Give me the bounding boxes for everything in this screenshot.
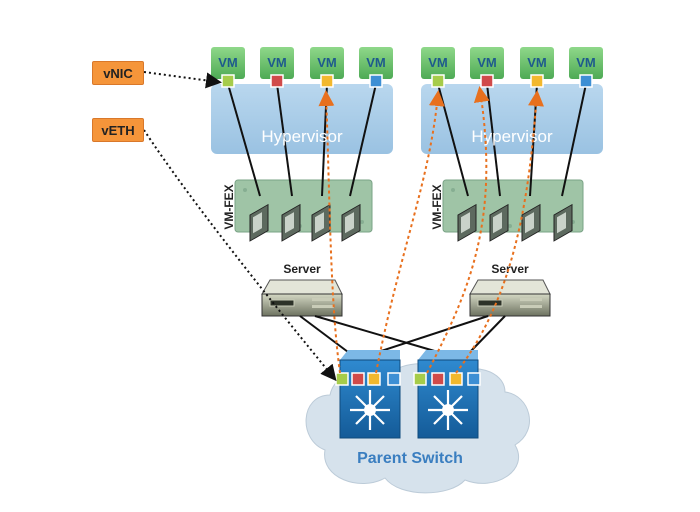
vm-label: VM bbox=[576, 55, 596, 70]
nic-card-icon bbox=[521, 203, 541, 242]
server-icon bbox=[261, 279, 343, 317]
vm-icon bbox=[359, 47, 393, 88]
vnic-callout: vNIC bbox=[92, 61, 144, 85]
vm-label: VM bbox=[527, 55, 547, 70]
nic-card-icon bbox=[341, 203, 361, 242]
nic-card-icon bbox=[311, 203, 331, 242]
hypervisor-label: Hypervisor bbox=[261, 127, 343, 146]
hypervisor-left bbox=[211, 84, 393, 154]
vm-icon bbox=[211, 47, 245, 88]
vm-label: VM bbox=[477, 55, 497, 70]
nic-card-icon bbox=[249, 203, 269, 242]
vm-icon bbox=[520, 47, 554, 88]
vm-label: VM bbox=[366, 55, 386, 70]
vm-fex-label: VM-FEX bbox=[222, 184, 236, 229]
vm-links-left bbox=[227, 83, 377, 197]
server-label: Server bbox=[491, 262, 529, 276]
server-icon bbox=[469, 279, 551, 317]
uplinks bbox=[299, 315, 506, 353]
nic-card-icon bbox=[457, 203, 477, 242]
vm-label: VM bbox=[317, 55, 337, 70]
nic-card-icon bbox=[281, 203, 301, 242]
hypervisor-label: Hypervisor bbox=[471, 127, 553, 146]
veth-callout: vETH bbox=[92, 118, 144, 142]
hypervisor-right bbox=[421, 84, 603, 154]
vm-label: VM bbox=[428, 55, 448, 70]
veth-ports bbox=[335, 372, 481, 386]
parent-switch-label: Parent Switch bbox=[357, 450, 463, 467]
switch-icon bbox=[339, 350, 401, 439]
vm-fex-label: VM-FEX bbox=[430, 184, 444, 229]
virtual-links bbox=[318, 86, 544, 374]
vm-label: VM bbox=[218, 55, 238, 70]
nic-card-icon bbox=[553, 203, 573, 242]
switch-icon bbox=[417, 350, 479, 439]
vm-icon bbox=[260, 47, 294, 88]
vm-fex-board-right bbox=[442, 179, 584, 233]
server-label: Server bbox=[283, 262, 321, 276]
nic-card-icon bbox=[489, 203, 509, 242]
vm-icon bbox=[421, 47, 455, 88]
vm-icon bbox=[470, 47, 504, 88]
vm-icon bbox=[569, 47, 603, 88]
vm-label: VM bbox=[267, 55, 287, 70]
vm-icon bbox=[310, 47, 344, 88]
